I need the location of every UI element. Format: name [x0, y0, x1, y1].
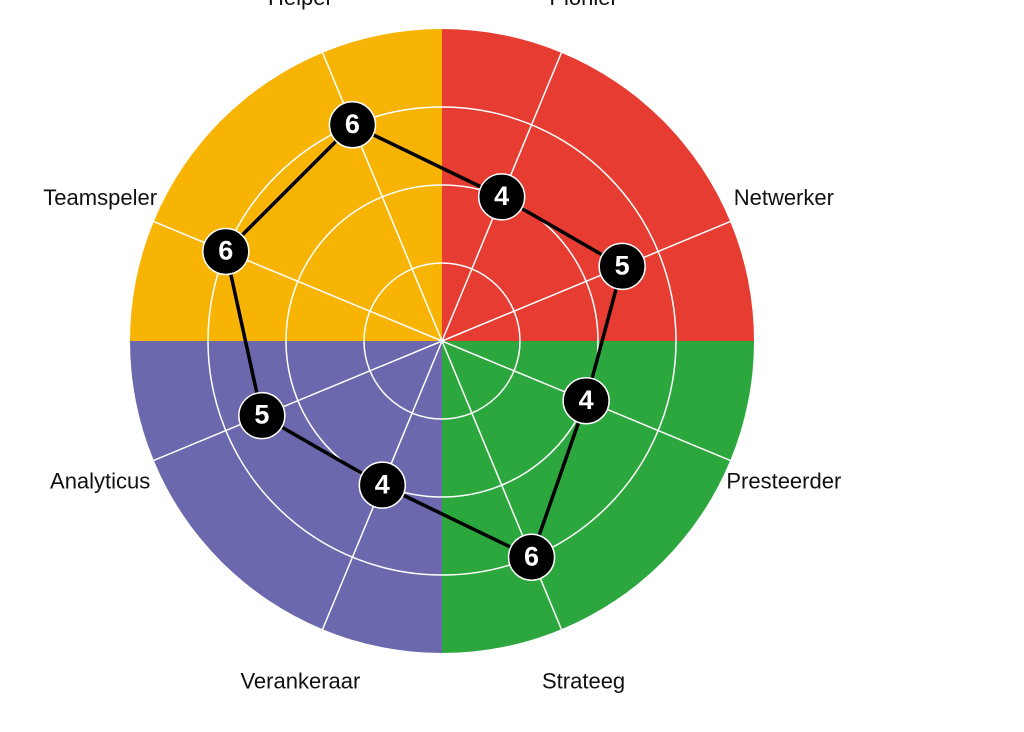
data-label: 4 — [579, 385, 594, 415]
axis-label: Teamspeler — [43, 185, 157, 210]
data-label: 6 — [345, 109, 360, 139]
data-label: 5 — [615, 251, 630, 281]
grid-spoke — [441, 340, 563, 630]
data-marker — [238, 391, 286, 440]
data-point: 6 — [507, 533, 556, 581]
quadrant-top-right — [442, 29, 754, 341]
data-point: 6 — [328, 101, 377, 149]
data-label: 4 — [494, 181, 509, 211]
grid-spoke — [153, 340, 443, 462]
grid-ring — [363, 262, 521, 420]
data-point: 4 — [562, 376, 610, 425]
data-marker — [562, 376, 610, 425]
data-marker — [477, 173, 526, 221]
data-marker — [202, 227, 250, 276]
axis-label: Analyticus — [50, 468, 150, 493]
axis-label: Pionier — [549, 0, 617, 10]
axis-label: Presteerder — [726, 468, 841, 493]
data-marker — [328, 101, 377, 149]
axis-label: Helper — [268, 0, 333, 10]
data-label: 6 — [524, 541, 539, 571]
data-point: 5 — [238, 391, 286, 440]
quadrant-bottom-left — [130, 341, 442, 653]
quadrant-top-left — [130, 29, 442, 341]
data-marker — [358, 461, 407, 509]
data-marker — [507, 533, 556, 581]
data-point: 4 — [477, 173, 526, 221]
axis-label: Verankeraar — [240, 669, 360, 694]
data-marker — [598, 242, 646, 291]
data-series: 4 5 4 6 4 5 6 6 — [202, 101, 646, 581]
data-label: 4 — [375, 469, 390, 499]
grid-ring — [285, 184, 599, 498]
data-label: 6 — [218, 236, 233, 266]
data-point: 4 — [358, 461, 407, 509]
grid-spoke — [441, 220, 731, 342]
axis-labels: PionierNetwerkerPresteerderStrateeg Veran… — [43, 0, 841, 694]
axis-label: Strateeg — [542, 669, 625, 694]
grid-spoke — [321, 52, 443, 342]
data-label: 5 — [254, 400, 269, 430]
data-point: 5 — [598, 242, 646, 291]
grid-ring — [207, 106, 677, 576]
axis-label: Netwerker — [734, 185, 834, 210]
data-point: 6 — [202, 227, 250, 276]
grid-spoke — [153, 220, 443, 342]
